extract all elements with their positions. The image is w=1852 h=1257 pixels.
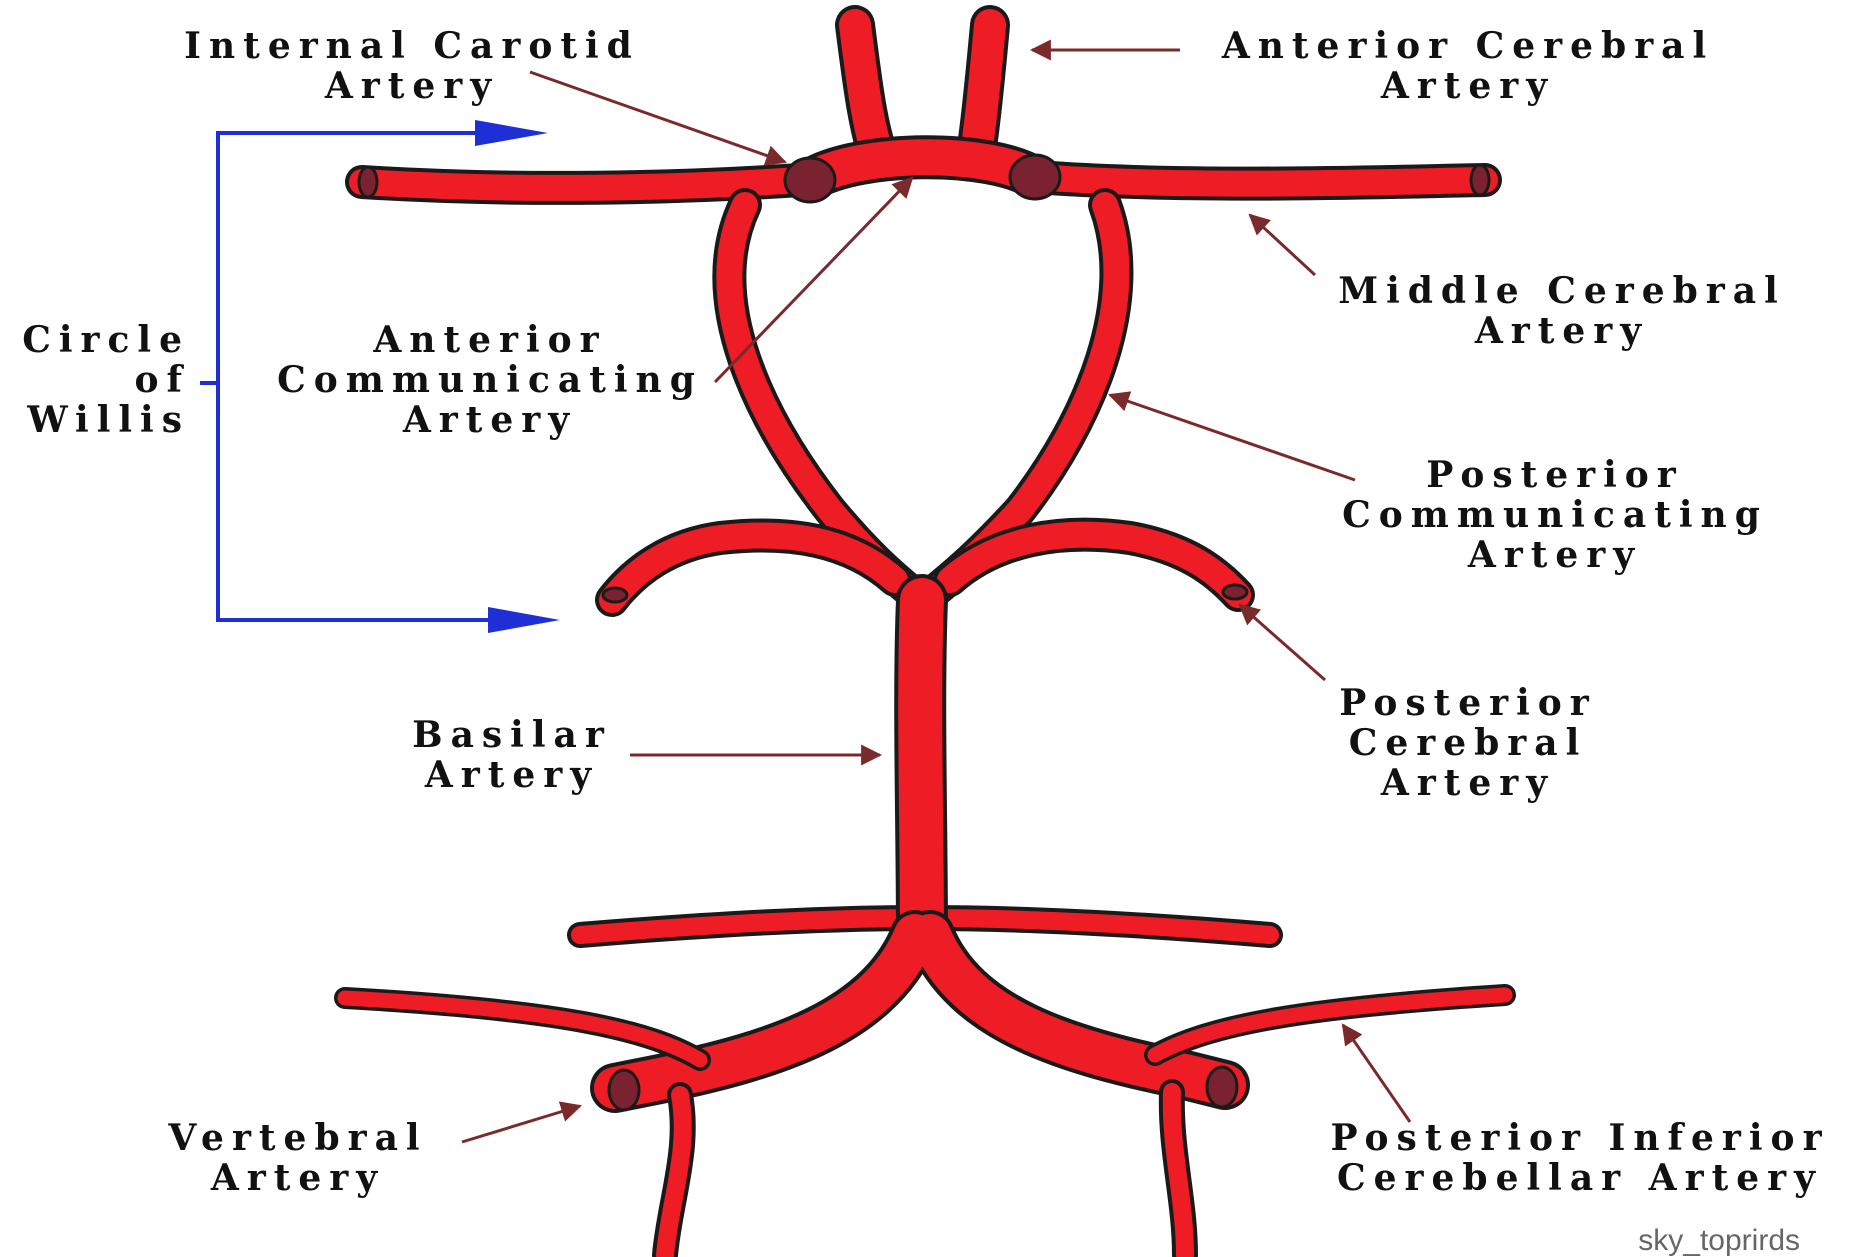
svg-text:Anterior Cerebral: Anterior Cerebral [1221,25,1714,67]
label-vertebral: Vertebral Artery [167,1117,427,1199]
pica-branches [345,995,1505,1060]
svg-text:Middle Cerebral: Middle Cerebral [1338,270,1786,312]
label-circle-of-willis: Circle of Willis [22,319,190,441]
svg-text:Artery: Artery [402,399,577,441]
svg-text:Willis: Willis [26,399,190,441]
svg-text:Artery: Artery [1380,65,1555,107]
svg-text:Artery: Artery [1380,762,1555,804]
svg-text:Circle: Circle [22,319,190,361]
spinal-branches [665,1092,1185,1255]
svg-text:Posterior Inferior: Posterior Inferior [1330,1117,1829,1159]
svg-text:Artery: Artery [1467,534,1642,576]
artery-network [345,25,1505,1255]
svg-text:Artery: Artery [324,65,499,107]
svg-text:Basilar: Basilar [412,714,612,756]
svg-text:Cerebellar Artery: Cerebellar Artery [1337,1157,1823,1199]
svg-text:Vertebral: Vertebral [167,1117,427,1159]
svg-text:Anterior: Anterior [372,319,606,361]
label-anterior-communicating: Anterior Communicating Artery [277,319,703,441]
bracket-arrow-bottom [488,607,560,633]
label-middle-cerebral: Middle Cerebral Artery [1338,270,1786,352]
svg-text:Internal Carotid: Internal Carotid [184,25,640,67]
label-posterior-cerebral: Posterior Cerebral Artery [1339,682,1597,804]
svg-text:Artery: Artery [210,1157,385,1199]
label-internal-carotid: Internal Carotid Artery [184,25,640,107]
label-pica: Posterior Inferior Cerebellar Artery [1330,1117,1829,1199]
label-anterior-cerebral: Anterior Cerebral Artery [1221,25,1714,107]
svg-text:Artery: Artery [1474,310,1649,352]
watermark: sky_toprirds [1638,1224,1800,1257]
svg-text:Posterior: Posterior [1426,454,1684,496]
label-posterior-communicating: Posterior Communicating Artery [1342,454,1768,576]
svg-text:Artery: Artery [424,754,599,796]
svg-text:Communicating: Communicating [1342,494,1768,536]
middle-cerebral-arteries [362,178,1485,188]
svg-text:Communicating: Communicating [277,359,703,401]
bracket-arrow-top [475,120,548,146]
svg-text:of: of [135,359,191,401]
label-basilar: Basilar Artery [412,714,612,796]
svg-text:Posterior: Posterior [1339,682,1597,724]
svg-text:Cerebral: Cerebral [1349,722,1588,764]
